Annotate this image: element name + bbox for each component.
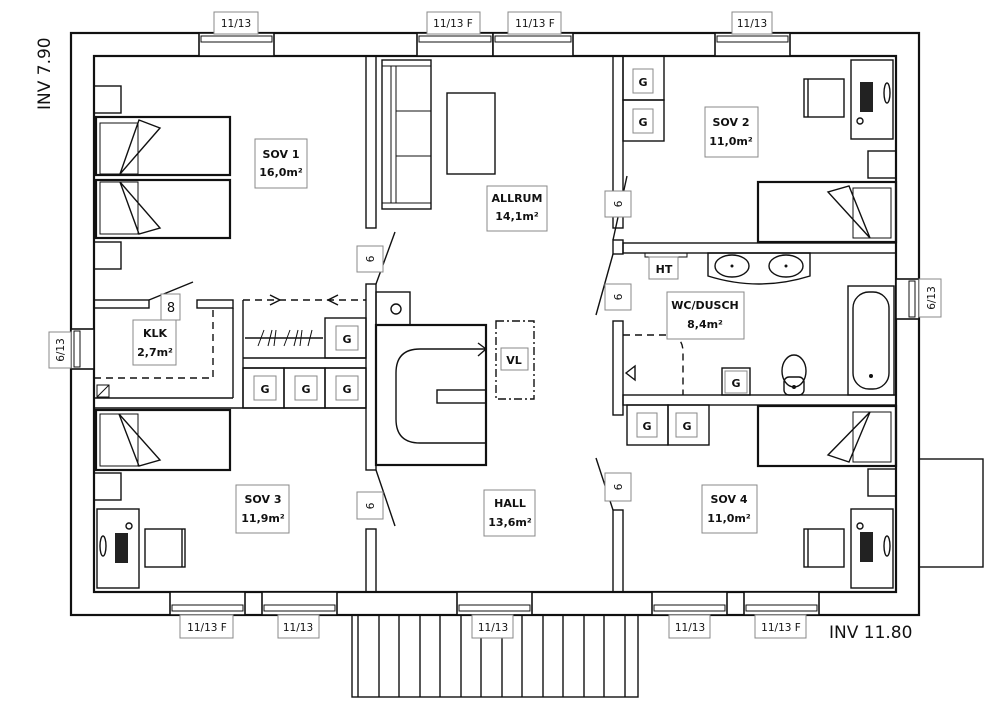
- svg-text:9: 9: [363, 256, 375, 263]
- svg-text:SOV 4: SOV 4: [711, 493, 748, 506]
- svg-text:9: 9: [363, 503, 375, 510]
- svg-text:6/13: 6/13: [55, 338, 67, 362]
- svg-text:G: G: [638, 76, 647, 89]
- room-label-sov4: SOV 4 11,0m²: [701, 484, 758, 534]
- svg-text:G: G: [638, 116, 647, 129]
- svg-text:9: 9: [611, 294, 623, 301]
- svg-text:11/13: 11/13: [283, 622, 313, 634]
- side-windows: [70, 278, 920, 370]
- room-label-klk: KLK 2,7m²: [132, 319, 177, 366]
- room-label-wc: WC/DUSCH 8,4m²: [666, 291, 745, 340]
- bathroom-fixtures: [623, 252, 895, 396]
- svg-text:WC/DUSCH: WC/DUSCH: [671, 299, 739, 312]
- svg-text:G: G: [682, 420, 691, 433]
- door-swings: [148, 175, 628, 527]
- wardrobes: [242, 55, 710, 446]
- svg-text:G: G: [642, 420, 651, 433]
- svg-text:ALLRUM: ALLRUM: [492, 192, 543, 205]
- svg-text:9: 9: [611, 484, 623, 491]
- svg-text:8,4m²: 8,4m²: [687, 318, 723, 331]
- svg-text:G: G: [301, 383, 310, 396]
- room-label-sov3: SOV 3 11,9m²: [235, 484, 290, 534]
- svg-text:11/13: 11/13: [478, 622, 508, 634]
- door-labels: 9 9 9 9 9 8: [160, 190, 632, 520]
- svg-text:14,1m²: 14,1m²: [495, 210, 539, 223]
- svg-text:11/13: 11/13: [221, 18, 251, 30]
- room-labels: SOV 1 16,0m² ALLRUM 14,1m² SOV 2 11,0m² …: [132, 106, 759, 537]
- svg-text:11/13: 11/13: [675, 622, 705, 634]
- svg-text:SOV 2: SOV 2: [713, 116, 750, 129]
- nightstands: [93, 85, 897, 501]
- svg-text:11,9m²: 11,9m²: [241, 512, 285, 525]
- svg-text:KLK: KLK: [143, 327, 168, 340]
- desks: [96, 59, 894, 589]
- vl-dashed-area: [495, 320, 535, 400]
- svg-text:G: G: [731, 377, 740, 390]
- svg-text:HT: HT: [656, 263, 673, 276]
- svg-text:G: G: [342, 333, 351, 346]
- klk-dashed: [94, 294, 366, 398]
- svg-text:13,6m²: 13,6m²: [488, 516, 532, 529]
- wardrobe-labels: G G G G G G G G G HT VL: [253, 68, 748, 438]
- top-windows: [198, 32, 791, 57]
- svg-text:11,0m²: 11,0m²: [707, 512, 751, 525]
- coffee-table: [446, 92, 496, 175]
- window-labels-top: 11/13 11/13 F 11/13 F 11/13: [213, 11, 773, 35]
- svg-text:8: 8: [167, 301, 175, 316]
- svg-text:11/13 F: 11/13 F: [515, 18, 555, 30]
- clothes-rod: [245, 329, 323, 347]
- room-label-allrum: ALLRUM 14,1m²: [486, 185, 548, 232]
- svg-text:11,0m²: 11,0m²: [709, 135, 753, 148]
- window-labels-side: 6/13 6/13: [48, 278, 942, 369]
- beds: [94, 115, 898, 472]
- room-label-sov2: SOV 2 11,0m²: [704, 106, 759, 158]
- entrance-stairs: [351, 614, 639, 698]
- window-labels-bottom: 11/13 F 11/13 11/13 11/13 11/13 F: [179, 614, 807, 639]
- svg-text:11/13: 11/13: [737, 18, 767, 30]
- elevation-label-left: INV 7.90: [35, 37, 55, 110]
- bottom-windows: [169, 591, 820, 616]
- svg-text:11/13 F: 11/13 F: [187, 622, 227, 634]
- svg-text:SOV 3: SOV 3: [245, 493, 282, 506]
- svg-text:11/13 F: 11/13 F: [761, 622, 801, 634]
- svg-text:6/13: 6/13: [926, 286, 938, 310]
- stair-core: [374, 291, 488, 467]
- room-label-sov1: SOV 1 16,0m²: [254, 138, 308, 189]
- svg-text:9: 9: [611, 201, 623, 208]
- svg-text:SOV 1: SOV 1: [263, 148, 300, 161]
- svg-text:G: G: [260, 383, 269, 396]
- elevation-label-bottom: INV 11.80: [829, 623, 912, 643]
- room-label-hall: HALL 13,6m²: [483, 489, 536, 537]
- svg-text:11/13 F: 11/13 F: [433, 18, 473, 30]
- svg-text:2,7m²: 2,7m²: [137, 346, 173, 359]
- svg-text:G: G: [342, 383, 351, 396]
- svg-text:16,0m²: 16,0m²: [259, 166, 303, 179]
- svg-text:HALL: HALL: [494, 497, 526, 510]
- sofa: [381, 59, 432, 210]
- side-porch: [918, 458, 984, 568]
- svg-text:VL: VL: [506, 354, 522, 367]
